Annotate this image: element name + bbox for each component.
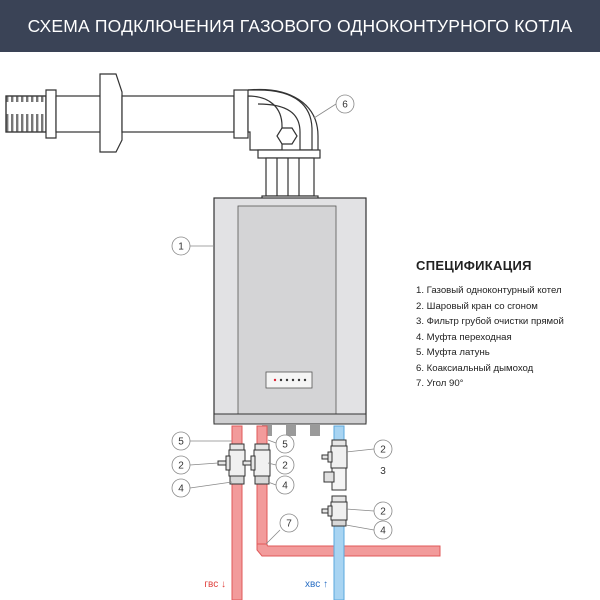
svg-text:2: 2 (380, 507, 386, 518)
svg-text:4: 4 (178, 484, 184, 495)
specification-list: 1. Газовый одноконтурный котел 2. Шаровы… (416, 283, 600, 392)
callout-7: 7 (279, 513, 299, 533)
spec-item: 5. Муфта латунь (416, 347, 490, 358)
callout-4-cold: 4 (373, 520, 393, 540)
leader-lines (189, 103, 375, 545)
svg-text:4: 4 (380, 526, 386, 537)
callout-3: 3 (380, 466, 386, 477)
hot-water-label: гвс ↓ (204, 579, 226, 590)
flue-terminal-grille (5, 95, 47, 133)
svg-text:7: 7 (286, 519, 292, 530)
callout-2-left: 2 (171, 455, 191, 475)
spec-item: 7. Угол 90° (416, 378, 464, 389)
svg-text:1: 1 (178, 242, 184, 253)
svg-text:4: 4 (282, 481, 288, 492)
page-title: СХЕМА ПОДКЛЮЧЕНИЯ ГАЗОВОГО ОДНОКОНТУРНОГ… (27, 16, 573, 36)
spec-item: 4. Муфта переходная (416, 331, 512, 343)
hot-water-pipes (231, 425, 441, 600)
callout-2-cold-bottom: 2 (373, 501, 393, 521)
boiler-control-panel (265, 371, 313, 389)
coaxial-flue (5, 73, 321, 201)
specification-title: СПЕЦИФИКАЦИЯ (416, 258, 532, 273)
svg-text:2: 2 (282, 461, 288, 472)
svg-text:2: 2 (178, 461, 184, 472)
callout-6: 6 (335, 94, 355, 114)
svg-text:5: 5 (178, 437, 184, 448)
fittings (217, 439, 348, 527)
spec-item: 2. Шаровый кран со сгоном (416, 300, 538, 312)
callout-4-right: 4 (275, 475, 295, 495)
header-bar: СХЕМА ПОДКЛЮЧЕНИЯ ГАЗОВОГО ОДНОКОНТУРНОГ… (0, 0, 600, 52)
svg-text:2: 2 (380, 445, 386, 456)
spec-item: 6. Коаксиальный дымоход (416, 362, 534, 374)
svg-text:5: 5 (282, 440, 288, 451)
boiler-body (213, 197, 367, 436)
spec-item: 1. Газовый одноконтурный котел (416, 285, 562, 296)
specification-panel: СПЕЦИФИКАЦИЯ 1. Газовый одноконтурный ко… (416, 258, 600, 392)
svg-text:3: 3 (380, 466, 386, 477)
callout-5-left: 5 (171, 431, 191, 451)
flue-nut-icon (276, 127, 298, 145)
callout-4-left: 4 (171, 478, 191, 498)
cold-water-label: хвс ↑ (305, 579, 328, 590)
svg-text:6: 6 (342, 100, 348, 111)
callout-2-cold-top: 2 (373, 439, 393, 459)
connection-diagram: 1 6 5 5 2 2 4 4 2 3 2 4 7 (5, 73, 441, 600)
spec-item: 3. Фильтр грубой очистки прямой (416, 316, 564, 327)
callout-5-right: 5 (275, 434, 295, 454)
callout-2-right: 2 (275, 455, 295, 475)
callout-1: 1 (171, 236, 191, 256)
